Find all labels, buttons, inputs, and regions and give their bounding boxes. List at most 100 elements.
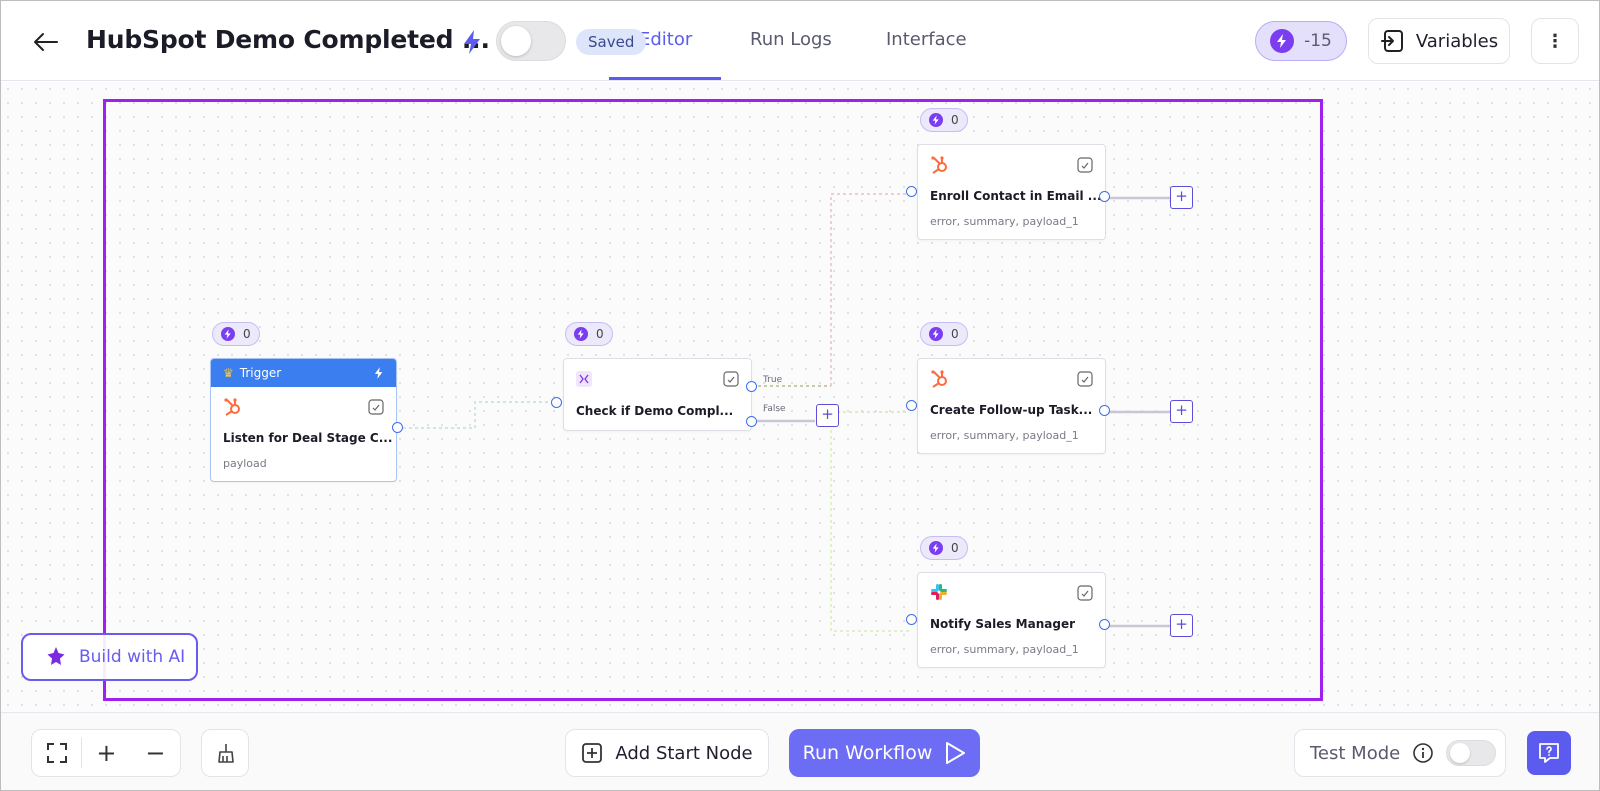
back-button[interactable] — [29, 27, 63, 57]
add-start-node-label: Add Start Node — [615, 742, 753, 764]
edge-trigger-to-condition — [397, 401, 557, 429]
node-credit-counter: 0 — [920, 322, 968, 346]
node-credit-counter: 0 — [920, 536, 968, 560]
fit-view-button[interactable] — [32, 729, 81, 777]
notify-sales-manager-node[interactable]: Notify Sales Manager error, summary, pay… — [917, 572, 1106, 668]
workflow-canvas[interactable]: 0 ♛ Trigger Listen for Deal Stage C... p… — [1, 82, 1599, 712]
notes-icon[interactable] — [1077, 157, 1093, 173]
variables-label: Variables — [1415, 30, 1499, 52]
variables-icon — [1380, 30, 1403, 52]
zoom-controls: + − — [31, 729, 181, 777]
enroll-output-port[interactable] — [1099, 191, 1110, 202]
credits-pill[interactable]: -15 — [1255, 21, 1347, 61]
edge-true-to-enroll — [830, 193, 909, 386]
build-with-ai-button[interactable]: Build with AI — [21, 633, 198, 681]
node-name: Listen for Deal Stage C... — [223, 431, 393, 445]
enroll-input-port[interactable] — [906, 186, 917, 197]
counter-value: 0 — [596, 327, 604, 341]
add-node-after-notify-button[interactable]: + — [1170, 614, 1193, 637]
zoom-out-button[interactable]: − — [145, 739, 166, 767]
hubspot-icon — [931, 156, 947, 174]
followup-output-port[interactable] — [1099, 405, 1110, 416]
credit-bolt-icon — [221, 327, 235, 341]
more-vertical-icon: ⋮ — [1546, 30, 1564, 52]
workflow-title[interactable]: HubSpot Demo Completed ... — [86, 25, 490, 54]
bolt-icon — [464, 30, 480, 54]
test-mode-label: Test Mode — [1310, 742, 1401, 764]
notes-icon[interactable] — [368, 399, 384, 415]
hubspot-icon — [931, 370, 947, 388]
add-node-after-enroll-button[interactable]: + — [1170, 186, 1193, 209]
counter-value: 0 — [951, 327, 959, 341]
followup-input-port[interactable] — [906, 400, 917, 411]
tidy-up-button[interactable] — [201, 729, 249, 777]
zoom-in-button[interactable]: + — [96, 739, 117, 767]
broom-icon — [218, 744, 234, 763]
fullscreen-icon — [46, 743, 67, 763]
true-branch-label: True — [763, 375, 783, 385]
trigger-node-header: ♛ Trigger — [211, 359, 396, 387]
add-node-false-button[interactable]: + — [816, 404, 839, 427]
notify-input-port[interactable] — [906, 614, 917, 625]
condition-false-port[interactable] — [746, 416, 757, 427]
top-bar: HubSpot Demo Completed ... Editor Saved … — [1, 1, 1599, 81]
condition-icon — [576, 371, 592, 387]
active-tab-indicator — [609, 77, 721, 80]
false-branch-label: False — [763, 404, 786, 414]
credit-bolt-icon — [574, 327, 588, 341]
counter-value: 0 — [951, 113, 959, 127]
tab-interface[interactable]: Interface — [886, 29, 967, 50]
node-outputs: error, summary, payload_1 — [930, 429, 1079, 442]
node-name: Enroll Contact in Email ... — [930, 189, 1102, 203]
help-chat-icon — [1539, 743, 1559, 763]
trigger-output-port[interactable] — [392, 422, 403, 433]
test-mode-toggle[interactable] — [1446, 740, 1497, 766]
edge-to-notify — [830, 412, 909, 632]
selection-rectangle — [103, 99, 1323, 701]
trigger-node[interactable]: ♛ Trigger Listen for Deal Stage C... pay… — [210, 358, 397, 482]
add-start-node-button[interactable]: Add Start Node — [565, 729, 769, 777]
create-followup-task-node[interactable]: Create Follow-up Task... error, summary,… — [917, 358, 1106, 454]
play-icon — [946, 742, 966, 764]
credit-bolt-icon — [1270, 29, 1295, 53]
node-outputs: error, summary, payload_1 — [930, 215, 1079, 228]
notes-icon[interactable] — [1077, 371, 1093, 387]
variables-button[interactable]: Variables — [1368, 18, 1510, 64]
tab-run-logs[interactable]: Run Logs — [750, 29, 832, 50]
credit-bolt-icon — [929, 113, 943, 127]
sparkle-icon — [47, 647, 65, 665]
condition-true-port[interactable] — [746, 381, 757, 392]
node-credit-counter: 0 — [212, 322, 260, 346]
build-with-ai-label: Build with AI — [79, 647, 186, 667]
add-node-after-followup-button[interactable]: + — [1170, 400, 1193, 423]
plus-square-icon — [582, 743, 603, 763]
enroll-contact-node[interactable]: Enroll Contact in Email ... error, summa… — [917, 144, 1106, 240]
trigger-label: Trigger — [239, 366, 282, 380]
credits-value: -15 — [1304, 31, 1332, 51]
notes-icon[interactable] — [723, 371, 739, 387]
notify-output-port[interactable] — [1099, 619, 1110, 630]
node-outputs: error, summary, payload_1 — [930, 643, 1079, 656]
workflow-active-toggle[interactable] — [496, 21, 566, 61]
run-workflow-label: Run Workflow — [802, 742, 933, 764]
node-name: Create Follow-up Task... — [930, 403, 1093, 417]
condition-input-port[interactable] — [551, 397, 562, 408]
node-credit-counter: 0 — [920, 108, 968, 132]
node-outputs: payload — [223, 457, 267, 470]
bottom-toolbar: + − Add Start Node Run Workflow Test Mod… — [1, 712, 1599, 790]
notes-icon[interactable] — [1077, 585, 1093, 601]
slack-icon — [931, 584, 947, 600]
node-name: Check if Demo Compl... — [576, 404, 734, 418]
connection-lines — [397, 193, 1171, 632]
tab-editor[interactable]: Editor — [639, 29, 693, 50]
crown-icon: ♛ — [223, 366, 234, 380]
toggle-knob — [1450, 743, 1471, 763]
help-chat-button[interactable] — [1527, 731, 1571, 775]
run-workflow-button[interactable]: Run Workflow — [789, 729, 980, 777]
info-icon[interactable] — [1412, 742, 1434, 764]
more-options-button[interactable]: ⋮ — [1531, 18, 1579, 64]
condition-node[interactable]: Check if Demo Compl... — [563, 358, 752, 431]
credit-bolt-icon — [929, 541, 943, 555]
counter-value: 0 — [951, 541, 959, 555]
